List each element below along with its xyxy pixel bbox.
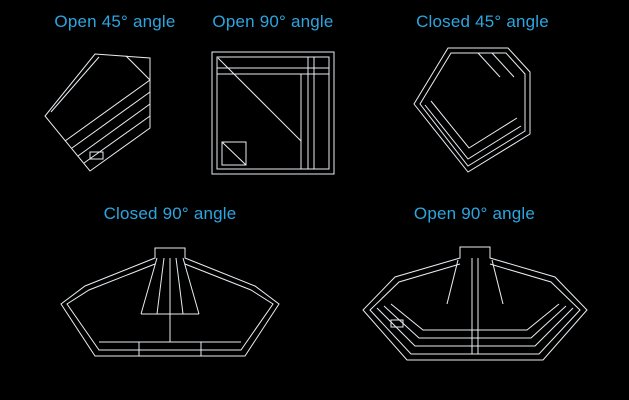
closed-90-drawing — [55, 244, 285, 366]
panel-label: Open 45° angle — [54, 12, 176, 31]
open-90-bottom-drawing — [355, 242, 595, 372]
panel-open-90-top: Open 90° angle — [198, 12, 348, 178]
panel-closed-90: Closed 90° angle — [50, 204, 290, 366]
open-45-wireframe — [45, 54, 150, 171]
panel-closed-45: Closed 45° angle — [405, 12, 560, 175]
panel-label: Closed 45° angle — [416, 12, 549, 31]
open-90-top-wireframe — [212, 52, 334, 174]
open-45-drawing — [40, 46, 190, 181]
closed-45-drawing — [408, 42, 558, 175]
closed-45-wireframe — [414, 48, 530, 172]
open-90-top-drawing — [208, 48, 338, 178]
panel-label: Closed 90° angle — [103, 204, 237, 223]
panel-open-90-bottom: Open 90° angle — [352, 204, 597, 372]
panel-label: Open 90° angle — [212, 12, 334, 31]
open-90-bottom-wireframe — [363, 247, 587, 360]
panel-label: Open 90° angle — [413, 204, 536, 223]
panel-open-45: Open 45° angle — [35, 12, 195, 181]
closed-90-wireframe — [61, 248, 279, 356]
